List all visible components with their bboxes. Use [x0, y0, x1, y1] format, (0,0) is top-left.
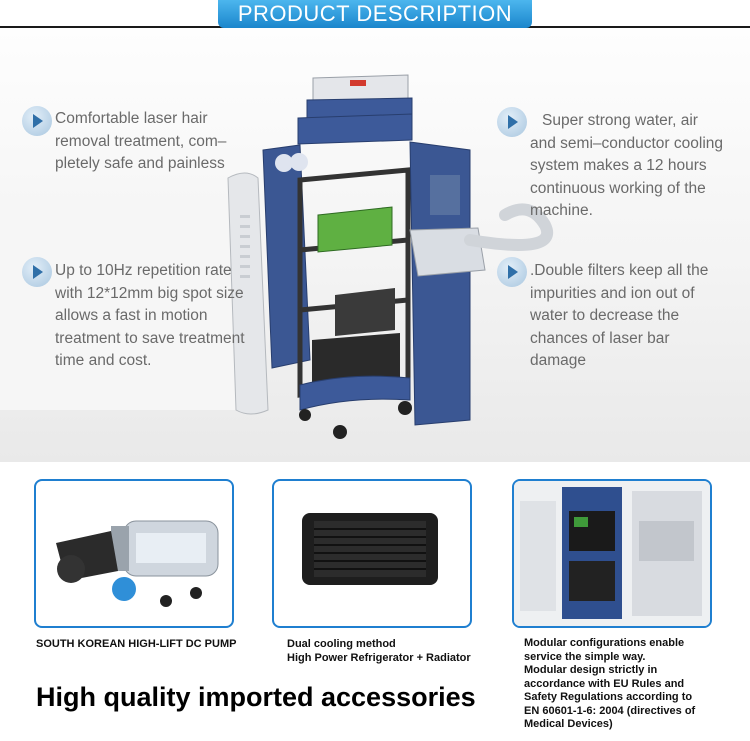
feature-text-comfort: Comfortable laser hair removal treatment…: [55, 110, 227, 172]
arrow-icon: [497, 107, 527, 137]
pump-card: [34, 479, 234, 628]
arrow-icon: [22, 106, 52, 136]
pump-caption: SOUTH KOREAN HIGH-LIFT DC PUMP: [36, 638, 237, 650]
radiator-caption: Dual cooling method High Power Refrigera…: [287, 638, 471, 664]
radiator-image: [302, 513, 438, 585]
modular-card: [512, 479, 712, 628]
pump-image: [56, 520, 219, 607]
accessories-headline: High quality imported accessories: [36, 682, 476, 712]
arrow-icon: [22, 257, 52, 287]
feature-text-repetition: Up to 10Hz repetition rate with 12*12mm …: [55, 262, 245, 369]
arrow-icon: [497, 257, 527, 287]
page-title: PRODUCT DESCRIPTION: [218, 0, 532, 28]
feature-text-filters: .Double filters keep all the impurities …: [530, 262, 709, 369]
modular-photo: [514, 481, 710, 626]
radiator-card: [272, 479, 472, 628]
machine-exploded-illustration: [227, 74, 553, 439]
feature-text-cooling: Super strong water, air and semi–conduct…: [530, 112, 724, 219]
modular-caption: Modular configurations enable service th…: [524, 637, 696, 730]
